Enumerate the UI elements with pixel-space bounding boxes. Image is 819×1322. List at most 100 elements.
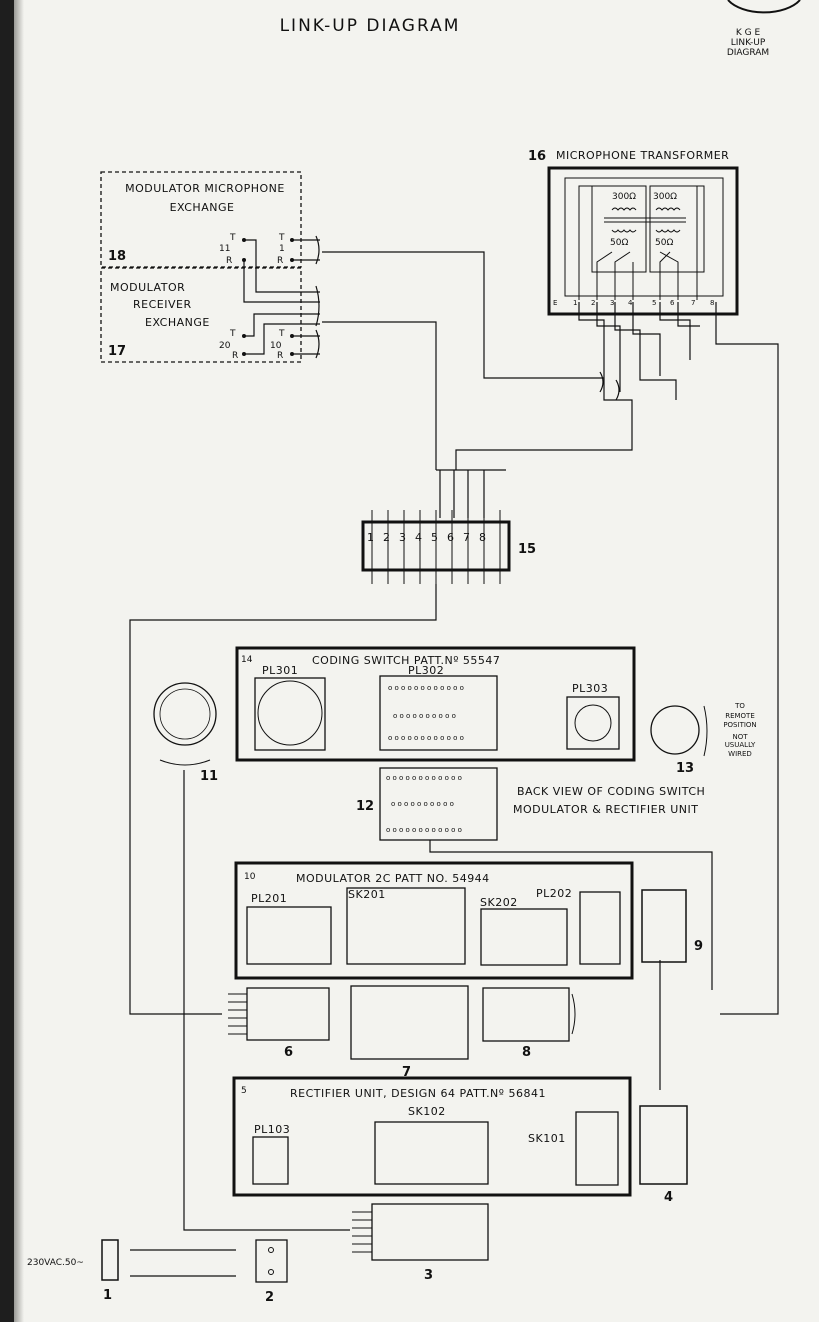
svg-text:o o o o o o o o o o: o o o o o o o o o o	[391, 800, 454, 808]
unit-16-term-7: 7	[691, 299, 695, 307]
unit-18-title-2: EXCHANGE	[170, 201, 235, 214]
unit-18-pin-t1: T	[229, 233, 236, 243]
unit-8-number: 8	[522, 1045, 531, 1060]
unit-10-sk201: SK201	[348, 888, 386, 901]
unit-16-term-2: 2	[591, 299, 595, 307]
unit-1-mains-input: 230VAC.50~ 1	[27, 1239, 119, 1303]
unit-5-sk102: SK102	[408, 1105, 446, 1118]
exchange-wiring	[243, 235, 604, 470]
unit-13-text-4: NOT	[732, 733, 748, 741]
unit-2-number: 2	[265, 1290, 274, 1305]
unit-2-connector: 2	[255, 1239, 288, 1305]
unit-15-terminal-2: 2	[383, 531, 391, 544]
unit-10-title: MODULATOR 2C PATT NO. 54944	[296, 872, 490, 885]
unit-18-pin-t2: T	[278, 233, 285, 243]
unit-10-pl202: PL202	[536, 887, 572, 900]
unit-14-number: 14	[241, 655, 253, 665]
unit-17-pin-20: 20	[219, 341, 231, 351]
corner-label-2: LINK-UP	[731, 38, 766, 48]
unit-3-number: 3	[424, 1268, 433, 1283]
unit-16-r3: 50Ω	[610, 238, 628, 248]
unit-18-number: 18	[108, 249, 126, 264]
unit-15-terminal-strip: 1 2 3 4 5 6 7 8 15	[361, 510, 536, 584]
unit-13-text-3: POSITION	[723, 721, 756, 729]
unit-18-pin-r2: R	[277, 256, 283, 266]
unit-13-text-6: WIRED	[728, 750, 752, 758]
unit-7-connector: 7	[350, 985, 469, 1080]
unit-14-title: CODING SWITCH PATT.Nº 55547	[312, 654, 500, 667]
unit-9-connector: 9	[641, 889, 703, 963]
unit-5-sk101: SK101	[528, 1132, 566, 1145]
unit-9-number: 9	[694, 939, 703, 954]
unit-12-caption-1: BACK VIEW OF CODING SWITCH	[517, 785, 705, 798]
svg-text:o o o o o o o o o o o o: o o o o o o o o o o o o	[386, 774, 462, 782]
unit-16-microphone-transformer: 16 MICROPHONE TRANSFORMER 300Ω 300Ω 50Ω …	[528, 149, 739, 316]
unit-16-title: MICROPHONE TRANSFORMER	[556, 149, 729, 162]
unit-18-microphone-exchange: MODULATOR MICROPHONE EXCHANGE 18 T 11 R …	[100, 171, 302, 268]
unit-1-voltage: 230VAC.50~	[27, 1258, 84, 1268]
unit-14-pl303: PL303	[572, 682, 608, 695]
unit-15-terminal-3: 3	[399, 531, 407, 544]
unit-15-number: 15	[518, 542, 536, 557]
unit-15-terminal-5: 5	[431, 531, 439, 544]
page-shadow-gradient	[14, 0, 24, 1322]
diagram-title: LINK-UP DIAGRAM	[280, 16, 461, 36]
unit-17-receiver-exchange: MODULATOR RECEIVER EXCHANGE 17 T 20 R T …	[100, 267, 302, 363]
unit-4-connector: 4	[639, 1105, 688, 1205]
unit-5-title: RECTIFIER UNIT, DESIGN 64 PATT.Nº 56841	[290, 1087, 546, 1100]
svg-text:o o o o o o o o o o o o: o o o o o o o o o o o o	[388, 734, 464, 742]
unit-16-number: 16	[528, 149, 546, 164]
svg-text:o o o o o o o o o o o o: o o o o o o o o o o o o	[386, 826, 462, 834]
unit-3-connector: 3	[352, 1203, 489, 1283]
unit-16-r4: 50Ω	[655, 238, 673, 248]
unit-6-number: 6	[284, 1045, 293, 1060]
unit-15-terminal-8: 8	[479, 531, 487, 544]
unit-16-term-6: 6	[670, 299, 675, 307]
unit-17-pin-r1: R	[232, 351, 238, 361]
page-shadow-edge	[0, 0, 14, 1322]
svg-text:o o o o o o o o o o: o o o o o o o o o o	[393, 712, 456, 720]
unit-11-number: 11	[200, 769, 218, 784]
unit-7-number: 7	[402, 1065, 411, 1080]
unit-13-text-2: REMOTE	[725, 712, 755, 720]
unit-16-term-4: 4	[628, 299, 633, 307]
unit-16-term-1: 1	[573, 299, 577, 307]
unit-18-title-1: MODULATOR MICROPHONE	[125, 182, 285, 195]
unit-17-title-1: MODULATOR	[110, 281, 185, 294]
unit-13-text-1: TO	[734, 702, 745, 710]
unit-17-pin-10: 10	[270, 341, 282, 351]
unit-10-sk202: SK202	[480, 896, 518, 909]
unit-13-text-5: USUALLY	[725, 741, 756, 749]
unit-18-pin-r1: R	[226, 256, 232, 266]
unit-15-terminal-6: 6	[447, 531, 455, 544]
corner-stamp: K G E LINK-UP DIAGRAM	[727, 0, 801, 58]
unit-5-number: 5	[241, 1086, 247, 1096]
unit-15-terminal-7: 7	[463, 531, 471, 544]
unit-17-pin-t1: T	[229, 329, 236, 339]
unit-15-terminal-4: 4	[415, 531, 423, 544]
unit-16-term-3: 3	[610, 299, 614, 307]
unit-12-caption-2: MODULATOR & RECTIFIER UNIT	[513, 803, 698, 816]
unit-6-connector: 6	[228, 987, 330, 1060]
unit-8-connector: 8	[482, 987, 576, 1060]
unit-14-pl301: PL301	[262, 664, 298, 677]
unit-11-round-plug: 11	[153, 682, 218, 784]
unit-18-pin-1: 1	[279, 244, 285, 254]
transformer-wiring	[436, 302, 779, 1015]
unit-14-coding-switch: 14 CODING SWITCH PATT.Nº 55547 PL301 PL3…	[235, 646, 636, 762]
unit-13-remote-plug: TO REMOTE POSITION NOT USUALLY WIRED 13	[650, 702, 757, 776]
unit-1-number: 1	[103, 1288, 112, 1303]
unit-18-pin-11: 11	[219, 244, 230, 254]
unit-17-pin-r2: R	[277, 351, 283, 361]
unit-17-pin-t2: T	[278, 329, 285, 339]
corner-label-3: DIAGRAM	[727, 48, 769, 58]
unit-16-r1: 300Ω	[612, 192, 636, 202]
unit-16-term-8: 8	[710, 299, 714, 307]
unit-14-pl302: PL302	[408, 664, 444, 677]
unit-5-rectifier-unit: 5 RECTIFIER UNIT, DESIGN 64 PATT.Nº 5684…	[232, 1076, 632, 1197]
unit-10-modulator: 10 MODULATOR 2C PATT NO. 54944 PL201 SK2…	[234, 861, 634, 980]
svg-text:o o o o o o o o o o o o: o o o o o o o o o o o o	[388, 684, 464, 692]
unit-17-title-2: RECEIVER	[133, 298, 192, 311]
unit-4-number: 4	[664, 1190, 673, 1205]
